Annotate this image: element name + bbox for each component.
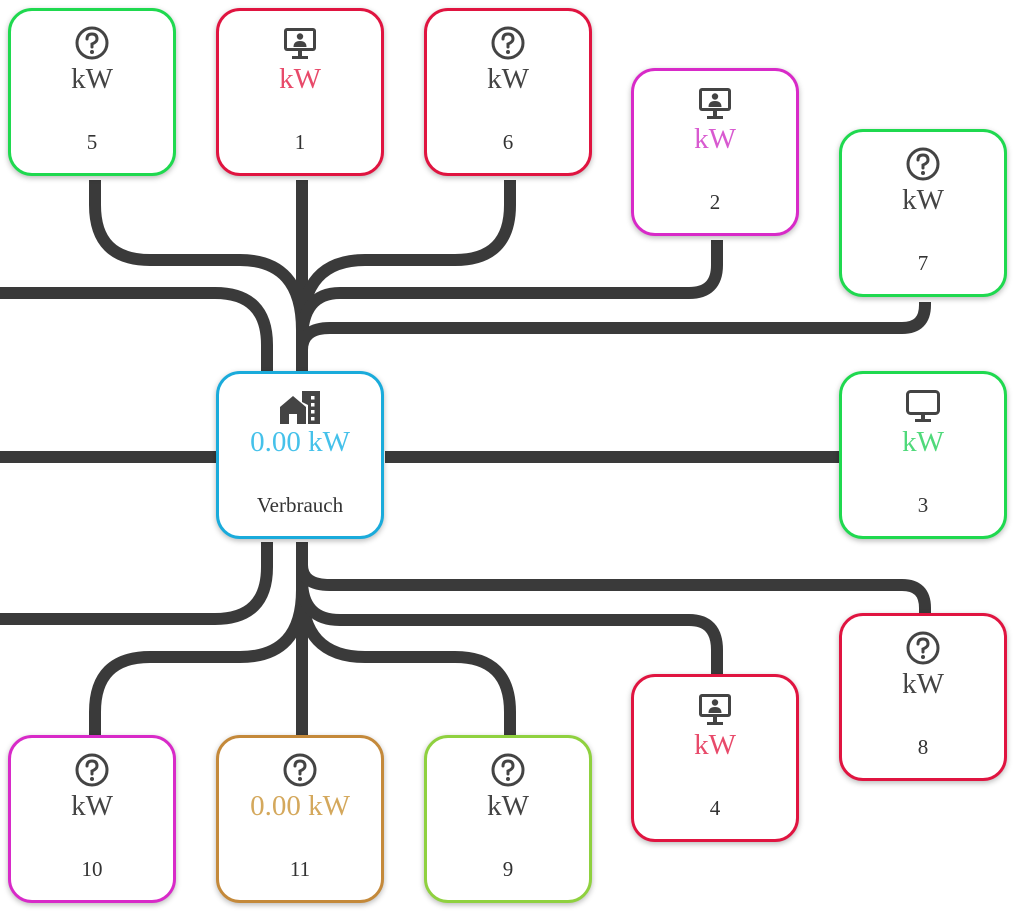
device-node-7[interactable]: kW 7 [839, 129, 1007, 297]
wire-left-lower [0, 542, 273, 625]
node-power-value: 0.00 kW [250, 790, 350, 822]
wire-node-4 [296, 542, 723, 676]
device-node-8[interactable]: kW 8 [839, 613, 1007, 781]
help-circle-icon [842, 630, 1004, 666]
help-circle-icon [427, 25, 589, 61]
node-power-value: kW [902, 426, 944, 458]
node-label: 1 [294, 130, 306, 154]
wire-node-6 [296, 180, 516, 372]
monitor-icon [842, 388, 1004, 424]
node-power-value: kW [694, 123, 736, 155]
wire-left-upper [0, 287, 273, 372]
monitor-user-icon [634, 85, 796, 121]
node-label: 7 [917, 251, 929, 275]
wire-node-8 [296, 542, 931, 614]
help-circle-icon [842, 146, 1004, 182]
device-node-3[interactable]: kW 3 [839, 371, 1007, 539]
monitor-user-icon [219, 25, 381, 61]
node-label: 6 [502, 130, 514, 154]
node-label: 8 [917, 735, 929, 759]
help-circle-icon [219, 752, 381, 788]
node-label: 11 [289, 857, 311, 881]
node-label: 3 [917, 493, 929, 517]
monitor-user-icon [634, 691, 796, 727]
node-label: 4 [709, 796, 721, 820]
device-node-5[interactable]: kW 5 [8, 8, 176, 176]
node-power-value: kW [71, 63, 113, 95]
node-label: 9 [502, 857, 514, 881]
node-power-value: kW [902, 184, 944, 216]
node-label: 10 [81, 857, 103, 881]
building-icon [219, 388, 381, 424]
node-power-value: kW [487, 790, 529, 822]
node-label: 2 [709, 190, 721, 214]
device-node-6[interactable]: kW 6 [424, 8, 592, 176]
node-label: 5 [86, 130, 98, 154]
device-node-10[interactable]: kW 10 [8, 735, 176, 903]
device-node-1[interactable]: kW 1 [216, 8, 384, 176]
node-power-value: kW [71, 790, 113, 822]
node-power-value: kW [694, 729, 736, 761]
wire-node-9 [296, 542, 516, 736]
consumption-label: Verbrauch [256, 493, 344, 517]
wire-node-7 [296, 299, 931, 372]
consumption-node[interactable]: 0.00 kW Verbrauch [216, 371, 384, 539]
help-circle-icon [11, 25, 173, 61]
device-node-4[interactable]: kW 4 [631, 674, 799, 842]
help-circle-icon [11, 752, 173, 788]
device-node-2[interactable]: kW 2 [631, 68, 799, 236]
device-node-9[interactable]: kW 9 [424, 735, 592, 903]
node-power-value: kW [487, 63, 529, 95]
device-node-11[interactable]: 0.00 kW 11 [216, 735, 384, 903]
help-circle-icon [427, 752, 589, 788]
node-power-value: kW [902, 668, 944, 700]
consumption-value: 0.00 kW [250, 426, 350, 458]
node-power-value: kW [279, 63, 321, 95]
wire-node-2 [296, 240, 723, 372]
